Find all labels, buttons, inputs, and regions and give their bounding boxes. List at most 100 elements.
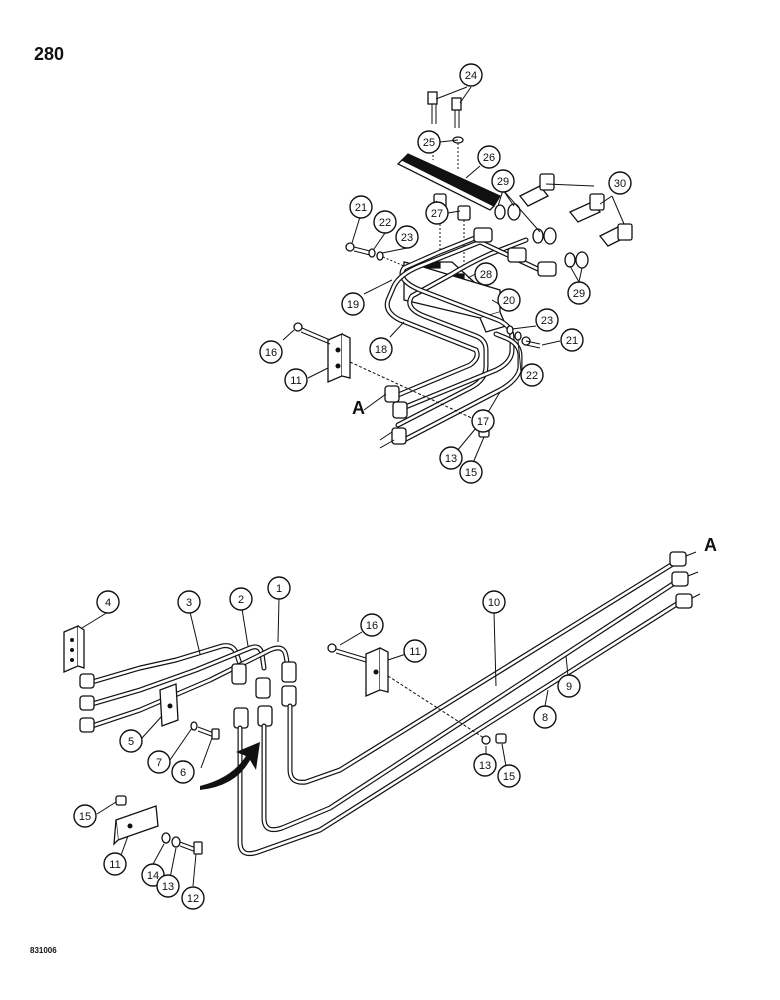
callout-number: 4 bbox=[105, 597, 111, 609]
callout-11: 11 bbox=[284, 368, 308, 392]
callout-circle bbox=[119, 729, 143, 753]
callout-8: 8 bbox=[533, 705, 557, 729]
callout-circle bbox=[267, 576, 291, 600]
callout-number: 27 bbox=[431, 208, 443, 220]
bolt-21-left bbox=[345, 242, 371, 256]
spacer-27-right bbox=[457, 205, 471, 221]
callout-number: 28 bbox=[480, 269, 492, 281]
callout-number: 5 bbox=[128, 736, 134, 748]
callout-27: 27 bbox=[425, 201, 449, 225]
callout-1: 1 bbox=[267, 576, 291, 600]
callout-number: 7 bbox=[156, 757, 162, 769]
callout-15: 15 bbox=[73, 804, 97, 828]
washer-23-left bbox=[376, 251, 384, 261]
callout-circle bbox=[459, 460, 483, 484]
bolt-24-right bbox=[451, 97, 462, 128]
callout-21: 21 bbox=[349, 195, 373, 219]
page-number: 280 bbox=[34, 44, 65, 64]
callout-number: 11 bbox=[290, 375, 301, 387]
callout-3: 3 bbox=[177, 590, 201, 614]
callout-circle bbox=[560, 328, 584, 352]
callout-13: 13 bbox=[439, 446, 463, 470]
callout-number: 26 bbox=[483, 152, 495, 164]
coupling-nuts bbox=[231, 661, 297, 729]
callout-circle bbox=[497, 764, 521, 788]
callout-circle bbox=[491, 169, 515, 193]
washer-22-left bbox=[368, 248, 376, 258]
callout-number: 30 bbox=[614, 178, 626, 190]
bolt-16-middle bbox=[327, 643, 367, 663]
callout-16: 16 bbox=[259, 340, 283, 364]
callout-circle bbox=[567, 281, 591, 305]
callout-28: 28 bbox=[474, 262, 498, 286]
pipe-9 bbox=[261, 579, 679, 833]
callout-circle bbox=[473, 753, 497, 777]
callout-circle bbox=[425, 201, 449, 225]
callout-18: 18 bbox=[369, 337, 393, 361]
callout-circle bbox=[229, 587, 253, 611]
callout-21: 21 bbox=[560, 328, 584, 352]
callout-circle bbox=[535, 308, 559, 332]
callout-circle bbox=[177, 590, 201, 614]
nut-15-middle bbox=[495, 733, 507, 744]
o-rings-29 bbox=[494, 203, 589, 269]
callout-number: 18 bbox=[375, 344, 387, 356]
reference-letter-a-lower: A bbox=[704, 535, 717, 555]
callout-20: 20 bbox=[497, 288, 521, 312]
washer-13-lower bbox=[171, 836, 181, 848]
callout-number: 6 bbox=[180, 767, 186, 779]
callout-circle bbox=[417, 130, 441, 154]
callout-19: 19 bbox=[341, 292, 365, 316]
callout-30: 30 bbox=[608, 171, 632, 195]
pipe-10 bbox=[287, 559, 679, 785]
washer-14 bbox=[161, 832, 171, 844]
bracket-5 bbox=[159, 683, 179, 727]
callout-number: 1 bbox=[276, 583, 282, 595]
callout-circle bbox=[403, 639, 427, 663]
callout-10: 10 bbox=[482, 590, 506, 614]
callout-circle bbox=[471, 409, 495, 433]
assembly-direction-arrow bbox=[200, 742, 260, 790]
reference-letter-a-upper: A bbox=[352, 398, 365, 418]
callout-12: 12 bbox=[181, 886, 205, 910]
callout-13: 13 bbox=[156, 874, 180, 898]
callout-number: 24 bbox=[465, 70, 477, 82]
pipe-end-fittings-a bbox=[379, 385, 408, 449]
callout-22: 22 bbox=[373, 210, 397, 234]
callout-number: 22 bbox=[379, 217, 391, 229]
callout-circle bbox=[349, 195, 373, 219]
callout-number: 12 bbox=[187, 893, 199, 905]
callout-15: 15 bbox=[459, 460, 483, 484]
callout-13: 13 bbox=[473, 753, 497, 777]
callout-number: 11 bbox=[409, 646, 420, 658]
upper-assembly bbox=[282, 86, 633, 471]
washer-23-right bbox=[506, 325, 514, 335]
callout-2: 2 bbox=[229, 587, 253, 611]
callout-number: 25 bbox=[423, 137, 435, 149]
callout-circle bbox=[259, 340, 283, 364]
callout-4: 4 bbox=[96, 590, 120, 614]
bracket-11-upper bbox=[327, 333, 351, 383]
callout-number: 23 bbox=[401, 232, 413, 244]
callout-22: 22 bbox=[520, 363, 544, 387]
callout-5: 5 bbox=[119, 729, 143, 753]
figure-code: 831006 bbox=[30, 946, 57, 955]
callout-circle bbox=[341, 292, 365, 316]
callout-circle bbox=[369, 337, 393, 361]
bolt-6 bbox=[197, 726, 220, 740]
bolt-21-right bbox=[521, 336, 541, 349]
callout-circle bbox=[557, 674, 581, 698]
callout-circle bbox=[395, 225, 419, 249]
callout-circle bbox=[439, 446, 463, 470]
callout-circle bbox=[459, 63, 483, 87]
callout-number: 17 bbox=[477, 416, 489, 428]
callout-circle bbox=[284, 368, 308, 392]
callout-number: 20 bbox=[503, 295, 515, 307]
callout-circle bbox=[477, 145, 501, 169]
callout-number: 13 bbox=[162, 881, 174, 893]
callout-25: 25 bbox=[417, 130, 441, 154]
callout-circle bbox=[73, 804, 97, 828]
callout-circle bbox=[373, 210, 397, 234]
